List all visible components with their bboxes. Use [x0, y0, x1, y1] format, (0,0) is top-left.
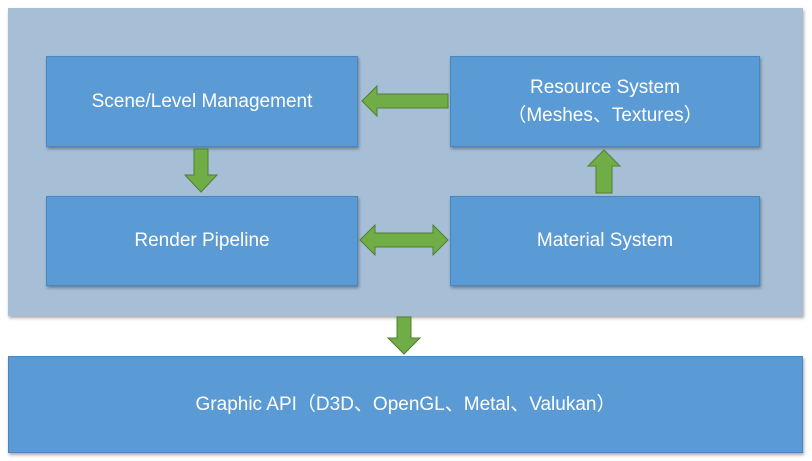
render-pipeline-box: Render Pipeline	[46, 196, 358, 286]
render-pipeline-label: Render Pipeline	[134, 230, 270, 251]
material-system-box: Material System	[450, 196, 760, 286]
material-system-label: Material System	[536, 230, 674, 251]
scene-level-management-label: Scene/Level Management	[91, 90, 313, 112]
scene-level-management-box: Scene/Level Management	[46, 56, 358, 147]
graphic-api-label: Graphic API（D3D、OpenGL、Metal、Valukan）	[195, 393, 616, 415]
graphic-api-box: Graphic API（D3D、OpenGL、Metal、Valukan）	[8, 356, 803, 453]
resource-system-label: Resource System	[530, 76, 680, 98]
arrow-engine-to-api	[386, 316, 422, 355]
resource-system-sublabel: （Meshes、Textures）	[507, 104, 703, 126]
resource-system-box: Resource System （Meshes、Textures）	[450, 56, 760, 147]
